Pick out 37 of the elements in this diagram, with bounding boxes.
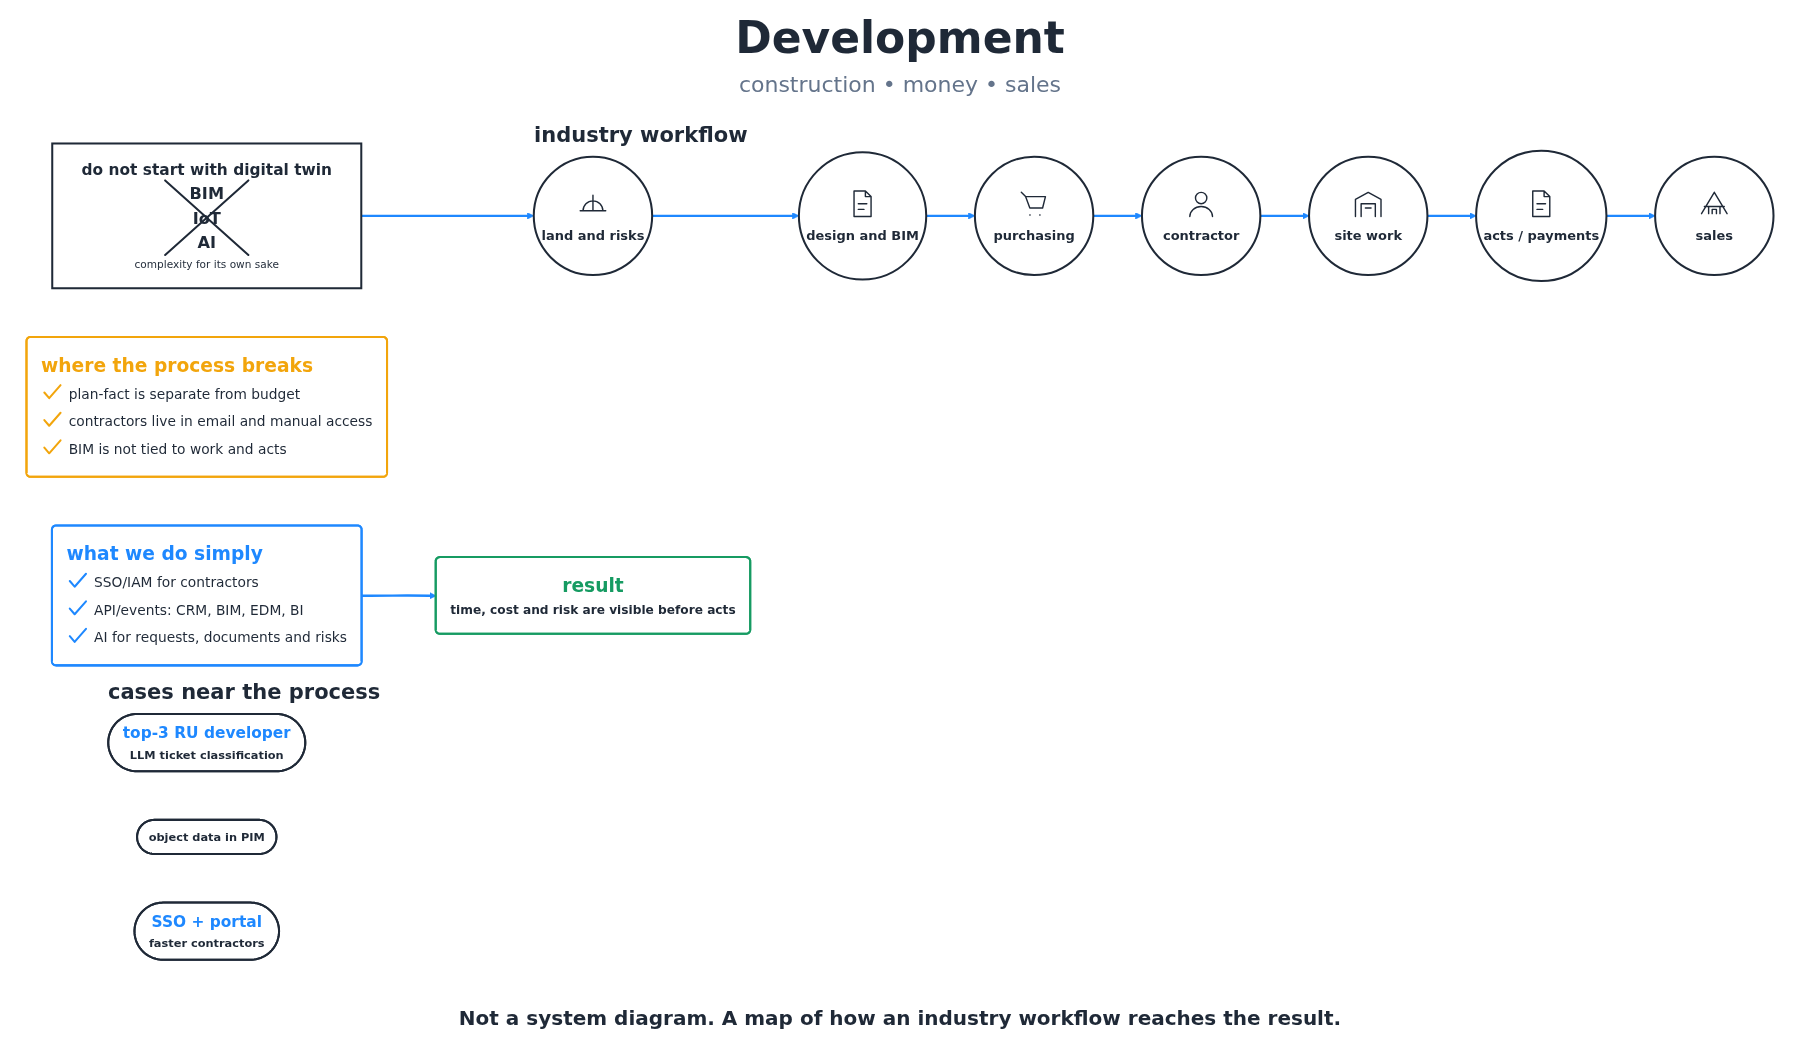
node-label: design and BIM (806, 228, 919, 244)
node-label: time, cost and risk are visible before acts (450, 602, 736, 618)
heading: where the process breaks (41, 355, 313, 377)
node-label: site work (1334, 228, 1403, 244)
arrow (926, 212, 976, 220)
list-item: BIM is not tied to work and acts (68, 439, 287, 459)
heading: result (562, 575, 624, 597)
heading: top-3 RU developer (122, 724, 291, 742)
title: Development (735, 12, 1065, 63)
list-item: plan-fact is separate from budget (68, 384, 301, 404)
node-label: BIM (189, 184, 225, 204)
node-label: faster contractors (148, 936, 265, 950)
section-heading: industry workflow (534, 123, 748, 147)
arrow (652, 212, 800, 220)
node-label: object data in PIM (148, 830, 265, 844)
arrow (1606, 212, 1656, 220)
heading: what we do simply (66, 543, 263, 565)
arrow (1260, 212, 1310, 220)
list-item: API/events: CRM, BIM, EDM, BI (94, 600, 304, 620)
section-heading: cases near the process (108, 680, 381, 704)
node-label: LLM ticket classification (129, 748, 284, 762)
node-label: purchasing (993, 228, 1075, 244)
caption: Not a system diagram. A map of how an industry workflow reaches the result. (458, 1006, 1342, 1030)
list-item: AI for requests, documents and risks (94, 628, 347, 648)
node-label: AI (197, 232, 217, 253)
node-label: acts / payments (1483, 228, 1600, 244)
node-label: sales (1695, 228, 1734, 244)
subtitle: construction • money • sales (738, 72, 1062, 97)
caption-text: complexity for its own sake (134, 258, 279, 271)
heading: SSO + portal (151, 912, 262, 931)
node-label: contractor (1162, 228, 1240, 244)
heading: do not start with digital twin (81, 160, 333, 179)
arrow (1093, 212, 1143, 220)
arrow (1427, 212, 1477, 220)
list-item: SSO/IAM for contractors (94, 573, 259, 593)
list-item: contractors live in email and manual access (68, 412, 373, 432)
node-label: land and risks (541, 228, 645, 244)
